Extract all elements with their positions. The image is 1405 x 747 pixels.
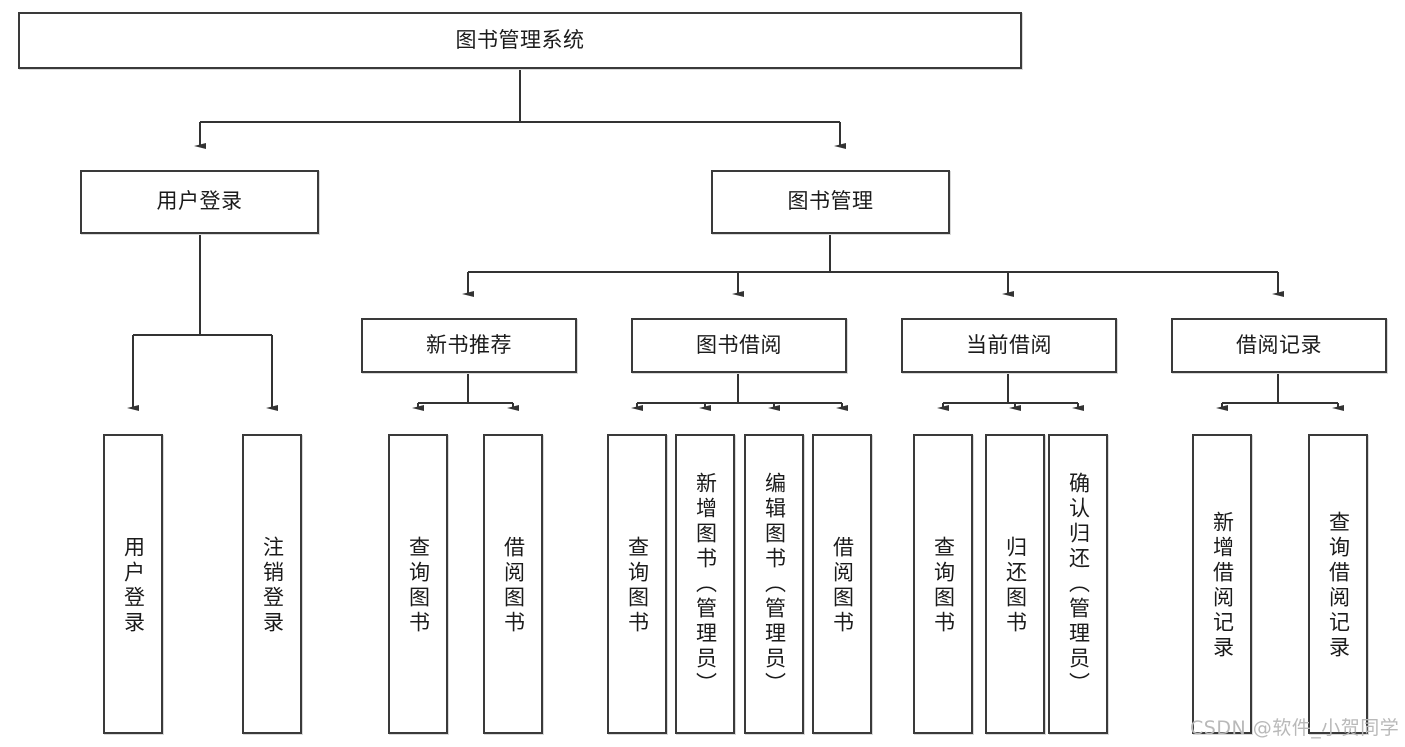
node-book-management-label: 图书管理 bbox=[787, 189, 874, 214]
node-new-book-recommend-label: 新书推荐 bbox=[426, 332, 512, 357]
leaf-book-borrow-3[interactable]: 编辑图书（管理员） bbox=[744, 434, 804, 734]
leaf-user-login-2[interactable]: 注销登录 bbox=[242, 434, 302, 734]
leaf-borrow-record-2[interactable]: 查询借阅记录 bbox=[1308, 434, 1368, 734]
node-borrow-record[interactable]: 借阅记录 bbox=[1171, 318, 1387, 373]
leaf-new-book-1[interactable]: 查询图书 bbox=[388, 434, 448, 734]
leaf-book-borrow-1[interactable]: 查询图书 bbox=[607, 434, 667, 734]
leaf-current-borrow-3-label: 确认归还（管理员） bbox=[1066, 471, 1091, 697]
node-book-borrow[interactable]: 图书借阅 bbox=[631, 318, 847, 373]
leaf-borrow-record-1-label: 新增借阅记录 bbox=[1210, 511, 1235, 661]
node-borrow-record-label: 借阅记录 bbox=[1236, 332, 1322, 357]
node-root-label: 图书管理系统 bbox=[455, 27, 585, 52]
node-new-book-recommend[interactable]: 新书推荐 bbox=[361, 318, 577, 373]
leaf-borrow-record-2-label: 查询借阅记录 bbox=[1326, 511, 1351, 661]
node-book-management[interactable]: 图书管理 bbox=[711, 170, 950, 234]
leaf-current-borrow-2-label: 归还图书 bbox=[1003, 536, 1028, 636]
leaf-current-borrow-1[interactable]: 查询图书 bbox=[913, 434, 973, 734]
node-user-login[interactable]: 用户登录 bbox=[80, 170, 319, 234]
leaf-book-borrow-4-label: 借阅图书 bbox=[830, 536, 855, 636]
leaf-new-book-2-label: 借阅图书 bbox=[501, 536, 526, 636]
leaf-book-borrow-4[interactable]: 借阅图书 bbox=[812, 434, 872, 734]
leaf-user-login-2-label: 注销登录 bbox=[260, 536, 285, 636]
leaf-new-book-2[interactable]: 借阅图书 bbox=[483, 434, 543, 734]
leaf-user-login-1[interactable]: 用户登录 bbox=[103, 434, 163, 734]
leaf-book-borrow-1-label: 查询图书 bbox=[625, 536, 650, 636]
leaf-current-borrow-3[interactable]: 确认归还（管理员） bbox=[1048, 434, 1108, 734]
leaf-book-borrow-3-label: 编辑图书（管理员） bbox=[762, 471, 787, 697]
node-root[interactable]: 图书管理系统 bbox=[18, 12, 1022, 69]
leaf-book-borrow-2[interactable]: 新增图书（管理员） bbox=[675, 434, 735, 734]
node-user-login-label: 用户登录 bbox=[156, 189, 243, 214]
leaf-book-borrow-2-label: 新增图书（管理员） bbox=[693, 471, 718, 697]
leaf-user-login-1-label: 用户登录 bbox=[121, 536, 146, 636]
node-book-borrow-label: 图书借阅 bbox=[696, 332, 782, 357]
node-current-borrow-label: 当前借阅 bbox=[966, 332, 1052, 357]
leaf-current-borrow-2[interactable]: 归还图书 bbox=[985, 434, 1045, 734]
leaf-current-borrow-1-label: 查询图书 bbox=[931, 536, 956, 636]
leaf-new-book-1-label: 查询图书 bbox=[406, 536, 431, 636]
node-current-borrow[interactable]: 当前借阅 bbox=[901, 318, 1117, 373]
leaf-borrow-record-1[interactable]: 新增借阅记录 bbox=[1192, 434, 1252, 734]
